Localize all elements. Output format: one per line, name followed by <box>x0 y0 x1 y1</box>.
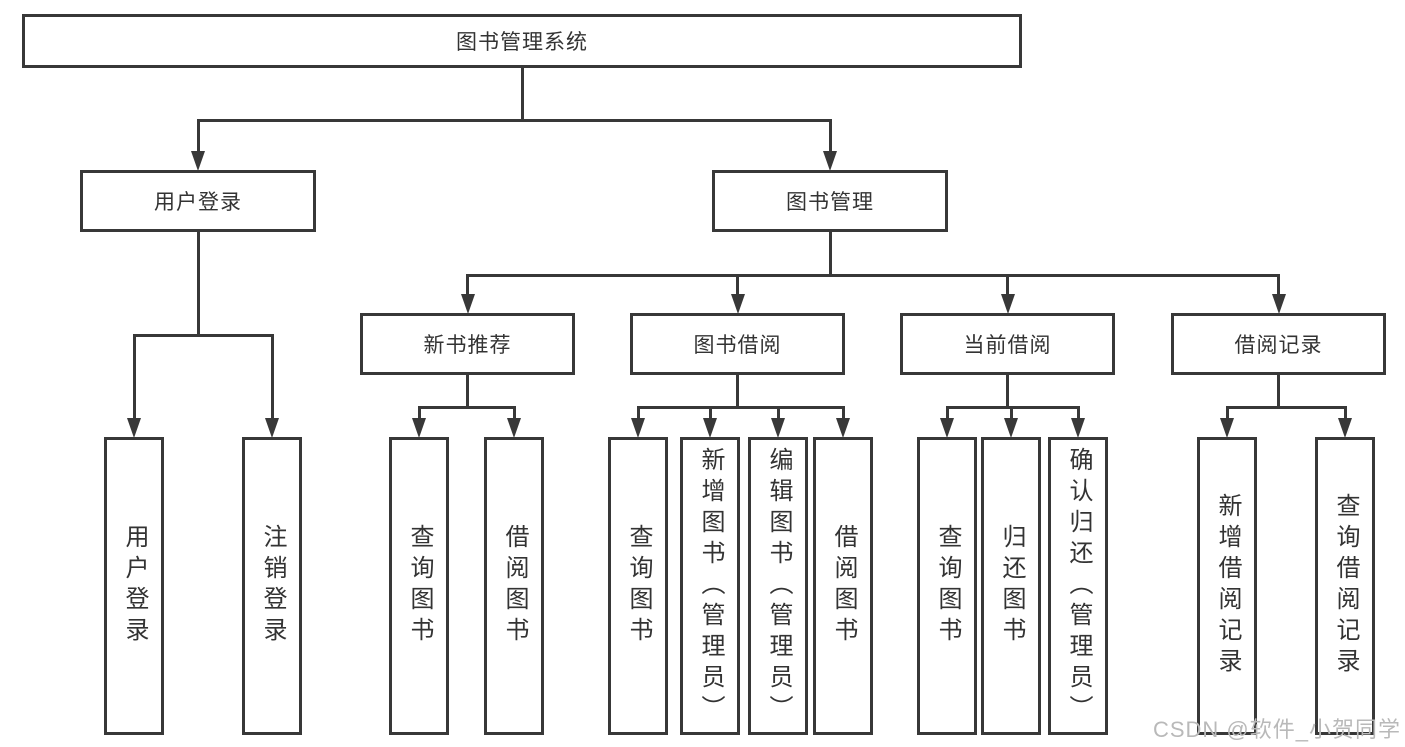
node-leaf-cb-return: 归还图书 <box>981 437 1041 735</box>
arrowhead-down-icon <box>836 418 850 438</box>
node-label: 查询图书 <box>625 524 652 648</box>
arrowhead-down-icon <box>1271 294 1286 314</box>
edge-branch <box>1076 407 1080 419</box>
edge-rail <box>417 405 516 409</box>
node-leaf-bb-search: 查询图书 <box>608 437 668 735</box>
edge-branch <box>1009 407 1013 419</box>
node-leaf-br-add: 新增借阅记录 <box>1197 437 1257 735</box>
node-leaf-br-search: 查询借阅记录 <box>1315 437 1375 735</box>
edge-branch <box>132 335 136 419</box>
node-current-borrow: 当前借阅 <box>900 313 1115 375</box>
arrowhead-down-icon <box>1220 418 1234 438</box>
edge-stem <box>1006 375 1009 409</box>
edge-branch <box>636 407 640 419</box>
edge-rail <box>196 118 832 122</box>
edge-branch <box>708 407 712 419</box>
edge-rail <box>945 405 1080 409</box>
edge-rail <box>636 405 845 409</box>
arrowhead-down-icon <box>1004 418 1018 438</box>
edge-stem <box>520 68 524 122</box>
node-label: 新增图书（管理员） <box>697 446 724 726</box>
edge-stem <box>736 375 739 409</box>
arrowhead-down-icon <box>940 418 954 438</box>
node-label: 当前借阅 <box>963 334 1052 357</box>
edge-branch <box>466 275 469 295</box>
edge-rail <box>466 273 1280 277</box>
edge-stem <box>828 232 832 277</box>
edge-branch <box>776 407 780 419</box>
node-leaf-cb-confirm: 确认归还（管理员） <box>1048 437 1108 735</box>
arrowhead-down-icon <box>127 418 141 438</box>
edge-branch <box>1343 407 1347 419</box>
node-label: 借阅图书 <box>830 524 857 648</box>
arrowhead-down-icon <box>631 418 645 438</box>
arrowhead-down-icon <box>460 294 475 314</box>
edge-branch <box>270 335 274 419</box>
arrowhead-down-icon <box>265 418 279 438</box>
node-label: 借阅图书 <box>501 524 528 648</box>
node-label: 归还图书 <box>998 524 1025 648</box>
arrowhead-down-icon <box>507 418 521 438</box>
edge-stem <box>466 375 469 409</box>
node-label: 查询图书 <box>406 524 433 648</box>
node-label: 图书管理系统 <box>456 31 588 54</box>
arrowhead-down-icon <box>823 151 837 171</box>
node-label: 查询借阅记录 <box>1332 493 1359 679</box>
node-leaf-user-login: 用户登录 <box>104 437 164 735</box>
edge-stem <box>1277 375 1280 409</box>
node-label: 图书借阅 <box>693 334 782 357</box>
edge-branch <box>736 275 739 295</box>
node-label: 编辑图书（管理员） <box>765 446 792 726</box>
node-user-login: 用户登录 <box>80 170 316 232</box>
arrowhead-down-icon <box>771 418 785 438</box>
edge-branch <box>1225 407 1229 419</box>
arrowhead-down-icon <box>1000 294 1015 314</box>
node-leaf-bb-borrow: 借阅图书 <box>813 437 873 735</box>
node-label: 查询图书 <box>934 524 961 648</box>
watermark: CSDN @软件_小贺同学 <box>1152 717 1401 742</box>
arrowhead-down-icon <box>1338 418 1352 438</box>
node-new-book-rec: 新书推荐 <box>360 313 575 375</box>
node-label: 图书管理 <box>786 191 874 214</box>
edge-branch <box>512 407 516 419</box>
edge-branch <box>1277 275 1280 295</box>
edge-branch <box>945 407 949 419</box>
node-label: 用户登录 <box>154 191 242 214</box>
node-label: 借阅记录 <box>1234 334 1323 357</box>
arrowhead-down-icon <box>191 151 205 171</box>
node-label: 新增借阅记录 <box>1214 493 1241 679</box>
node-leaf-bb-add: 新增图书（管理员） <box>680 437 740 735</box>
arrowhead-down-icon <box>703 418 717 438</box>
node-leaf-bb-edit: 编辑图书（管理员） <box>748 437 808 735</box>
edge-branch <box>1006 275 1009 295</box>
edge-rail <box>132 333 274 337</box>
edge-branch <box>417 407 421 419</box>
node-leaf-rec-search: 查询图书 <box>389 437 449 735</box>
node-book-borrow: 图书借阅 <box>630 313 845 375</box>
edge-stem <box>196 232 200 337</box>
node-label: 确认归还（管理员） <box>1065 446 1092 726</box>
arrowhead-down-icon <box>412 418 426 438</box>
arrowhead-down-icon <box>730 294 745 314</box>
node-borrow-records: 借阅记录 <box>1171 313 1386 375</box>
node-label: 注销登录 <box>259 524 286 648</box>
node-root: 图书管理系统 <box>22 14 1022 68</box>
edge-rail <box>1225 405 1347 409</box>
node-label: 新书推荐 <box>423 334 512 357</box>
node-book-mgmt: 图书管理 <box>712 170 948 232</box>
node-leaf-logout: 注销登录 <box>242 437 302 735</box>
node-leaf-cb-search: 查询图书 <box>917 437 977 735</box>
node-leaf-rec-borrow: 借阅图书 <box>484 437 544 735</box>
edge-branch <box>828 120 832 152</box>
edge-branch <box>196 120 200 152</box>
edge-branch <box>841 407 845 419</box>
arrowhead-down-icon <box>1071 418 1085 438</box>
node-label: 用户登录 <box>121 524 148 648</box>
